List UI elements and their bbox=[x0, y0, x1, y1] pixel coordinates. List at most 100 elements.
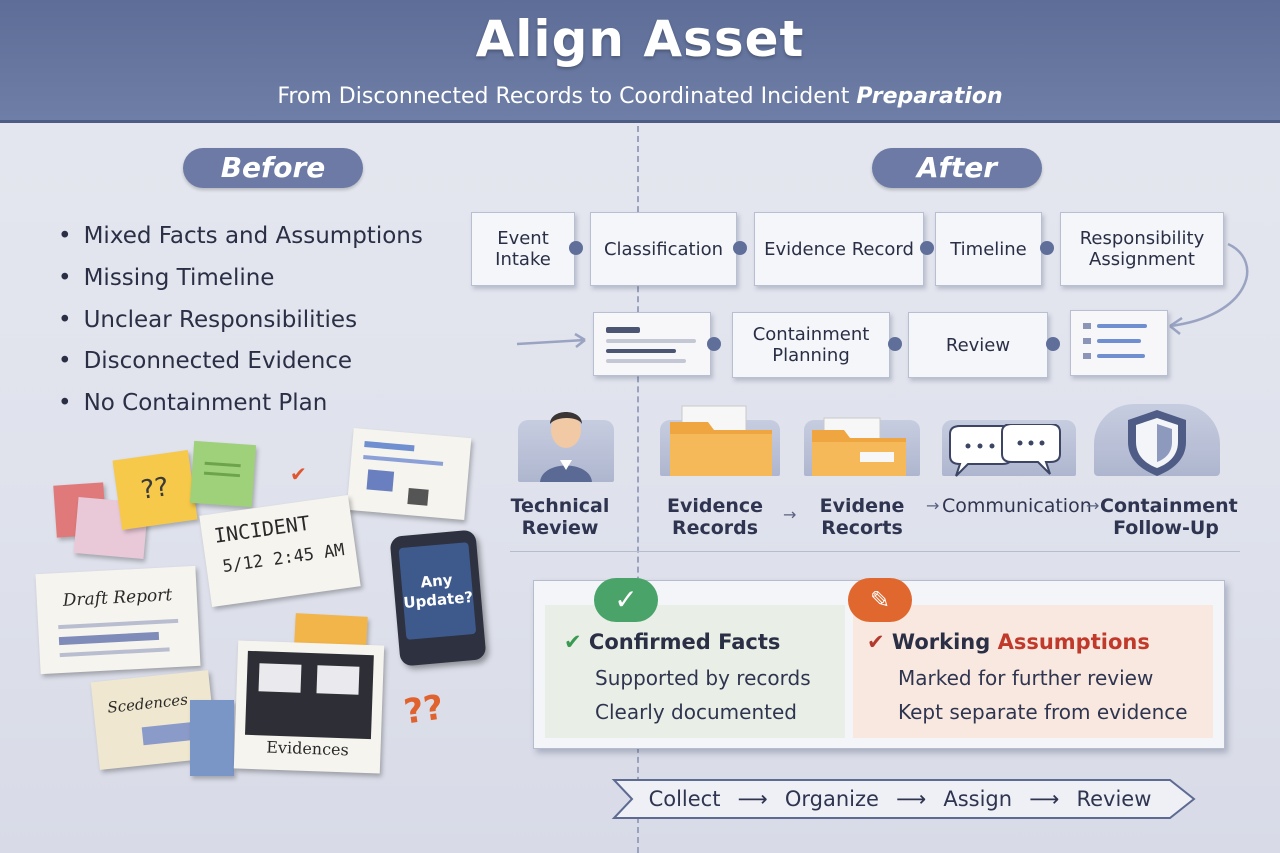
page-title: Align Asset bbox=[475, 10, 805, 68]
step-responsibility-assignment: Responsibility Assignment bbox=[1060, 212, 1224, 286]
sticky-note-green bbox=[189, 440, 257, 508]
incident-time: 5/12 2:45 AM bbox=[221, 540, 346, 578]
header-banner bbox=[0, 0, 1280, 123]
checkmark-icon: ✔ bbox=[564, 630, 582, 654]
phone-screen: Any Update? bbox=[398, 542, 477, 640]
icon-label-technical-review: Technical Review bbox=[510, 495, 610, 539]
folder-icon bbox=[812, 417, 906, 476]
step-evidence-record: Evidence Record bbox=[754, 212, 924, 286]
before-bullet: Disconnected Evidence bbox=[58, 348, 353, 374]
arrow-icon: ⟶ bbox=[1029, 787, 1060, 811]
section-rule bbox=[510, 551, 1240, 552]
evidences-label: Evidences bbox=[265, 737, 350, 760]
center-divider bbox=[637, 126, 639, 853]
note-line bbox=[203, 471, 241, 478]
checkmark-icon: ✔ bbox=[867, 630, 885, 654]
printout-line bbox=[363, 454, 444, 466]
connector-dot bbox=[733, 241, 747, 255]
flow-steps: Collect ⟶ Organize ⟶ Assign ⟶ Review bbox=[640, 778, 1160, 820]
confirmed-item: Supported by records bbox=[595, 666, 811, 690]
report-line bbox=[58, 618, 179, 630]
flow-step: Organize bbox=[784, 787, 879, 811]
step-timeline: Timeline bbox=[935, 212, 1042, 286]
question-marks: ?? bbox=[401, 687, 447, 733]
before-bullet-text: Missing Timeline bbox=[83, 265, 275, 291]
working-item: Marked for further review bbox=[898, 666, 1154, 690]
confirmed-facts-heading: ✔ Confirmed Facts bbox=[564, 630, 780, 654]
working-item: Kept separate from evidence bbox=[898, 700, 1188, 724]
arrow-icon: → bbox=[926, 496, 940, 515]
blue-card bbox=[190, 700, 234, 776]
arrow-icon: → bbox=[1086, 496, 1100, 515]
icon-label-evidence-records: Evidence Records bbox=[666, 495, 764, 539]
doc-line bbox=[1097, 354, 1145, 358]
before-bullet: Mixed Facts and Assumptions bbox=[58, 223, 423, 249]
before-bullet: No Containment Plan bbox=[58, 390, 328, 416]
step-event-intake: Event Intake bbox=[471, 212, 575, 286]
before-label: Before bbox=[183, 148, 363, 188]
report-line bbox=[58, 631, 160, 646]
incoming-arrow-icon bbox=[516, 332, 586, 348]
checklist-box bbox=[1083, 323, 1091, 329]
evidences-photo: Evidences bbox=[233, 640, 385, 774]
printout-line bbox=[364, 441, 415, 452]
step-label: Review bbox=[945, 334, 1011, 356]
before-bullet-text: Mixed Facts and Assumptions bbox=[83, 223, 423, 249]
before-bullet: Unclear Responsibilities bbox=[58, 307, 357, 333]
draft-report-paper: Draft Report bbox=[35, 565, 201, 675]
incident-title: INCIDENT bbox=[212, 510, 312, 548]
pencil-badge-icon: ✎ bbox=[848, 578, 912, 622]
subtitle-emphasis: Preparation bbox=[856, 84, 1003, 109]
flow-step: Assign bbox=[943, 787, 1013, 811]
photo-panel bbox=[258, 663, 302, 693]
check-badge-icon: ✓ bbox=[594, 578, 658, 622]
shield-icon bbox=[1128, 410, 1186, 476]
step-containment-planning: Containment Planning bbox=[732, 312, 890, 378]
icon-label-communication: Communication bbox=[942, 495, 1092, 517]
document-card bbox=[593, 312, 711, 376]
doc-line bbox=[606, 327, 640, 333]
step-label: Timeline bbox=[950, 238, 1027, 260]
flow-arrow-shape bbox=[611, 779, 1196, 819]
note-line bbox=[204, 461, 241, 468]
arrow-icon: ⟶ bbox=[737, 787, 768, 811]
doc-line bbox=[1097, 324, 1147, 328]
flow-step: Collect bbox=[648, 787, 721, 811]
connector-dot bbox=[1040, 241, 1054, 255]
doc-line bbox=[606, 359, 686, 363]
confirmed-facts-title: Confirmed Facts bbox=[588, 630, 781, 654]
page-subtitle: From Disconnected Records to Coordinated… bbox=[0, 84, 1280, 109]
connector-dot bbox=[888, 337, 902, 351]
photo-image bbox=[244, 650, 374, 740]
connector-dot bbox=[707, 337, 721, 351]
step-label: Containment Planning bbox=[752, 324, 870, 366]
checklist-box bbox=[1083, 338, 1091, 344]
sticky-note-question: ?? bbox=[112, 450, 198, 530]
phone-text: Any Update? bbox=[402, 570, 474, 613]
report-line bbox=[59, 647, 170, 658]
arrow-icon: ⟶ bbox=[896, 787, 927, 811]
printout-image bbox=[407, 488, 429, 506]
incident-note: INCIDENT 5/12 2:45 AM bbox=[199, 495, 361, 607]
before-bullet-text: No Containment Plan bbox=[83, 390, 328, 416]
step-label: Event Intake bbox=[495, 228, 551, 270]
after-label: After bbox=[872, 148, 1042, 188]
step-review: Review bbox=[908, 312, 1048, 378]
doc-line bbox=[606, 349, 676, 353]
flow-step: Review bbox=[1076, 787, 1152, 811]
before-bullet-text: Unclear Responsibilities bbox=[83, 307, 358, 333]
printout-image bbox=[366, 469, 395, 492]
before-bullet: Missing Timeline bbox=[58, 265, 275, 291]
photo-panel bbox=[316, 665, 360, 695]
connector-dot bbox=[569, 241, 583, 255]
scedences-text: Scedences bbox=[106, 690, 189, 717]
phone-icon: Any Update? bbox=[389, 529, 487, 667]
draft-report-title: Draft Report bbox=[62, 585, 173, 611]
checklist-card bbox=[1070, 310, 1168, 376]
checklist-box bbox=[1083, 353, 1091, 359]
person-icon bbox=[540, 412, 592, 482]
step-label: Classification bbox=[603, 238, 724, 260]
working-title-2: Assumptions bbox=[997, 630, 1150, 654]
sticky-note-orange bbox=[294, 613, 368, 647]
working-assumptions-panel bbox=[853, 605, 1213, 738]
